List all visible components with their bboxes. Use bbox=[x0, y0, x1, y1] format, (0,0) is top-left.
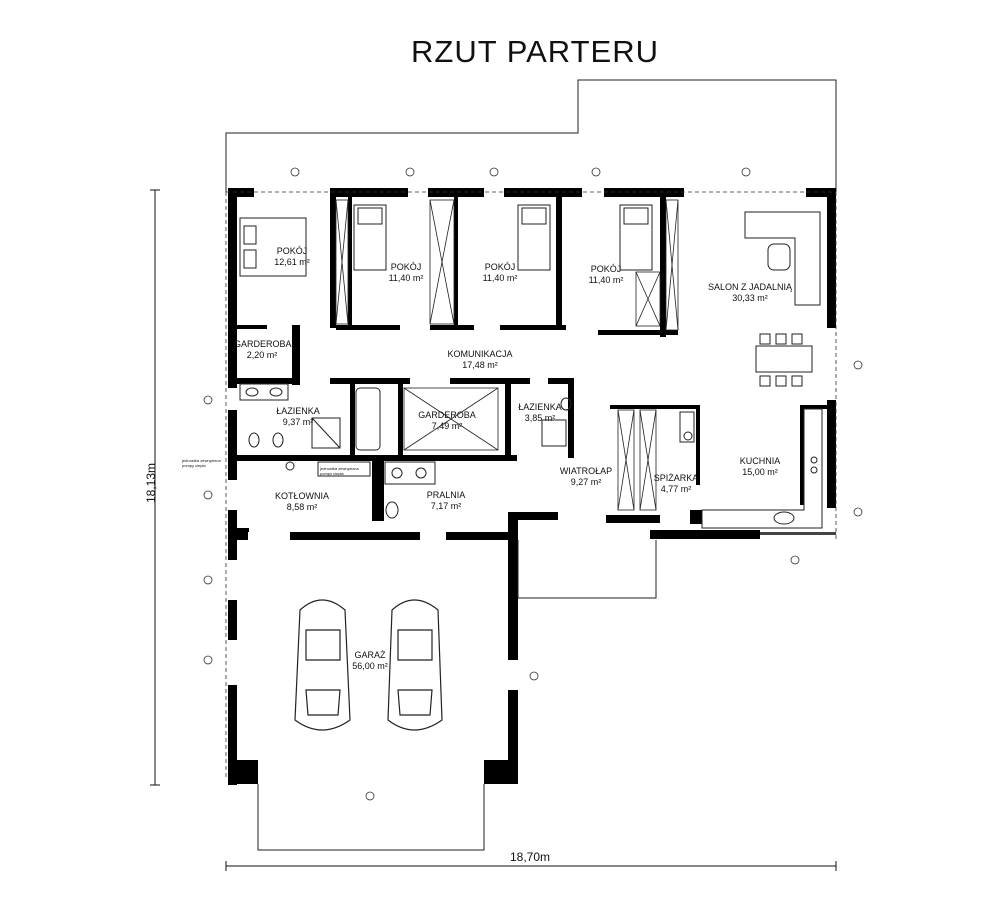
room-area: 56,00 m² bbox=[352, 661, 388, 671]
utility-fixtures bbox=[285, 461, 436, 519]
room-spizarka: SPIŻARKA 4,77 m² bbox=[648, 473, 704, 495]
room-name: GARDEROBA bbox=[234, 339, 292, 349]
room-name: GARAŻ bbox=[354, 650, 386, 660]
garage-cars bbox=[294, 599, 443, 731]
room-area: 15,00 m² bbox=[742, 467, 778, 477]
room-kuchnia: KUCHNIA 15,00 m² bbox=[730, 456, 790, 478]
room-area: 12,61 m² bbox=[274, 257, 310, 267]
room-garaz: GARAŻ 56,00 m² bbox=[340, 650, 400, 672]
room-komunikacja: KOMUNIKACJA 17,48 m² bbox=[440, 349, 520, 371]
room-kotlownia: KOTŁOWNIA 8,58 m² bbox=[270, 491, 334, 513]
furniture-beds bbox=[239, 204, 653, 277]
dimension-lines bbox=[150, 189, 837, 871]
heat-pump-note-1: jednostka zewnętrzna pompy ciepła bbox=[182, 458, 221, 468]
bathroom-fixtures bbox=[239, 383, 695, 451]
room-name: WIATROŁAP bbox=[559, 466, 613, 476]
room-area: 7,17 m² bbox=[430, 501, 462, 511]
room-name: KUCHNIA bbox=[739, 456, 781, 466]
room-name: KOMUNIKACJA bbox=[447, 349, 513, 359]
kitchen-counter bbox=[701, 408, 823, 529]
room-area: 7,49 m² bbox=[431, 421, 463, 431]
room-area: 2,20 m² bbox=[246, 350, 278, 360]
room-area: 9,37 m² bbox=[282, 417, 314, 427]
room-wiatrolap: WIATROŁAP 9,27 m² bbox=[556, 466, 616, 488]
room-name: POKÓJ bbox=[390, 262, 422, 272]
heat-pump-note-2: jednostka zewnętrzna pompy ciepła bbox=[320, 466, 359, 476]
room-salon: SALON Z JADALNIĄ 30,33 m² bbox=[700, 282, 800, 304]
page-title: RZUT PARTERU bbox=[411, 34, 659, 69]
room-area: 3,85 m² bbox=[524, 413, 556, 423]
room-name: KOTŁOWNIA bbox=[274, 491, 329, 501]
room-pralnia: PRALNIA 7,17 m² bbox=[416, 490, 476, 512]
room-name: ŁAZIENKA bbox=[276, 406, 320, 416]
wardrobes bbox=[335, 199, 679, 511]
room-pokoj-1: POKÓJ 12,61 m² bbox=[262, 246, 322, 268]
window-markers bbox=[203, 167, 863, 801]
interior-walls bbox=[237, 188, 827, 532]
room-name: POKÓJ bbox=[590, 264, 622, 274]
room-garderoba-1: GARDEROBA 2,20 m² bbox=[234, 339, 292, 361]
room-lazienka-1: ŁAZIENKA 9,37 m² bbox=[268, 406, 328, 428]
room-area: 9,27 m² bbox=[570, 477, 602, 487]
room-area: 11,40 m² bbox=[388, 273, 424, 283]
room-area: 4,77 m² bbox=[660, 484, 692, 494]
room-garderoba-2: GARDEROBA 7,49 m² bbox=[417, 410, 477, 432]
room-pokoj-2: POKÓJ 11,40 m² bbox=[376, 262, 436, 284]
room-area: 17,48 m² bbox=[462, 360, 498, 370]
room-pokoj-4: POKÓJ 11,40 m² bbox=[576, 264, 636, 286]
room-pokoj-3: POKÓJ 11,40 m² bbox=[470, 262, 530, 284]
dimension-height: 18,13m bbox=[144, 462, 158, 504]
room-name: SPIŻARKA bbox=[653, 473, 699, 483]
dimension-width: 18,70m bbox=[510, 850, 551, 864]
room-name: SALON Z JADALNIĄ bbox=[707, 282, 793, 292]
room-name: GARDEROBA bbox=[418, 410, 476, 420]
room-area: 11,40 m² bbox=[588, 275, 624, 285]
room-name: POKÓJ bbox=[276, 246, 308, 256]
exterior-walls bbox=[228, 188, 836, 785]
room-name: PRALNIA bbox=[426, 490, 466, 500]
terrace-outline bbox=[225, 79, 837, 192]
room-area: 11,40 m² bbox=[482, 273, 518, 283]
porch-outline bbox=[257, 540, 657, 851]
room-name: POKÓJ bbox=[484, 262, 516, 272]
room-area: 30,33 m² bbox=[732, 293, 768, 303]
room-lazienka-2: ŁAZIENKA 3,85 m² bbox=[514, 402, 566, 424]
room-area: 8,58 m² bbox=[286, 502, 318, 512]
room-name: ŁAZIENKA bbox=[518, 402, 562, 412]
living-furniture bbox=[744, 211, 821, 387]
dashed-lines bbox=[225, 191, 837, 780]
